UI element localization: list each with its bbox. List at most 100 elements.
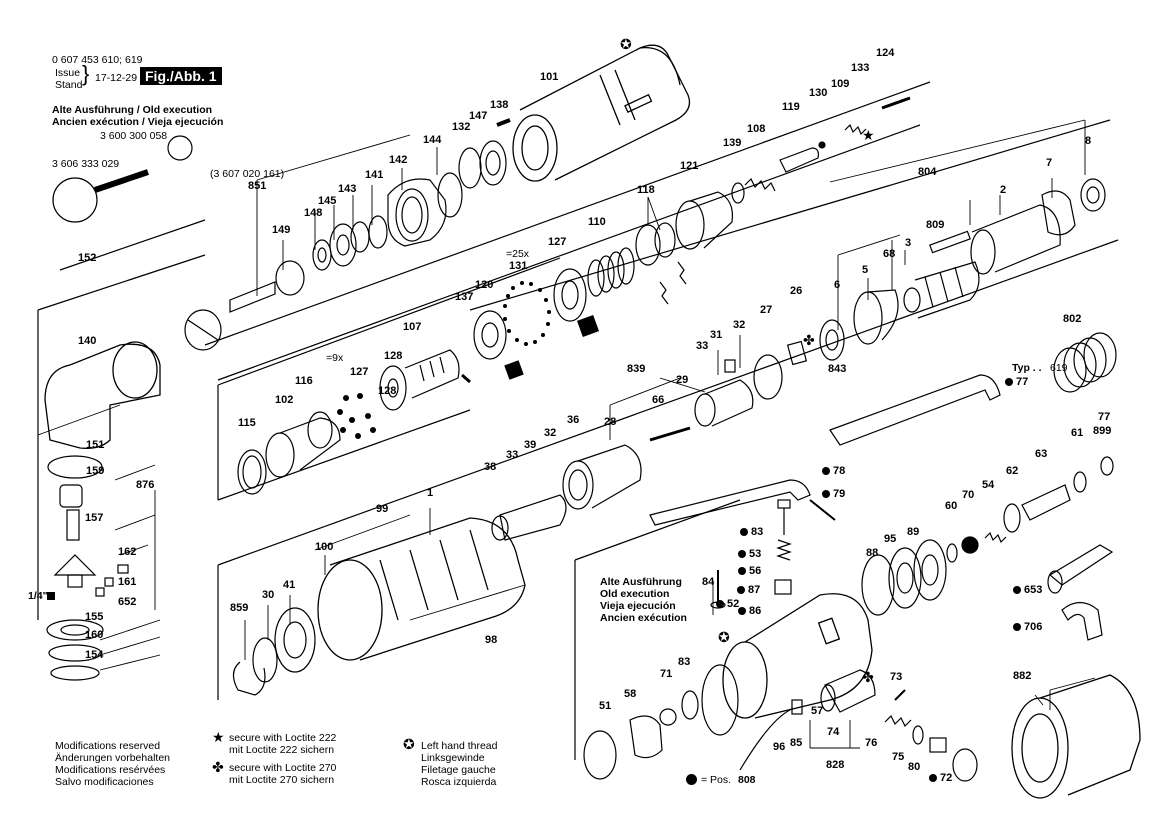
part-652-hosenipple (1047, 544, 1114, 594)
callout-107: 107 (403, 321, 422, 333)
part-26-gear (786, 340, 808, 366)
callout-77: 77 (1098, 411, 1111, 423)
dot-icon (737, 586, 745, 595)
dot-icon (1013, 586, 1021, 595)
part-70-ball (659, 708, 677, 726)
callout-876: 876 (136, 479, 155, 491)
callout-100: 100 (315, 541, 334, 553)
callout-76: 76 (865, 737, 878, 749)
callout-89: 89 (907, 526, 920, 538)
callout-127: 127 (548, 236, 567, 248)
callout-6: 6 (834, 279, 841, 291)
part-number: 0 607 453 610; 619 (52, 54, 143, 66)
part-housing-lower (722, 593, 873, 719)
stand-label: Stand (55, 79, 83, 91)
dot-icon (1013, 623, 1021, 632)
callout-66: 66 (652, 394, 665, 406)
part-154-bearing (46, 619, 104, 641)
part-57-cap (583, 715, 663, 780)
upper-strip-frame (204, 81, 931, 381)
pos-note-value: 808 (738, 774, 756, 786)
part-71-knob (952, 748, 978, 782)
callout-74: 74 (827, 726, 840, 738)
dot-icon (738, 567, 746, 576)
callout-138: 138 (490, 99, 509, 111)
callout-137: 137 (455, 291, 474, 303)
old-exec-2-line-4: Ancien exécution (600, 612, 687, 624)
part-110-ring (237, 449, 267, 495)
part-118-valve (779, 141, 826, 173)
loctite-270-line-1: secure with Loctite 270 (229, 762, 337, 774)
part-5-plate (853, 289, 899, 345)
loctite-270-line-2: mit Loctite 270 sichern (229, 774, 335, 786)
leader-lines (37, 119, 1096, 749)
callout-85: 85 (790, 737, 803, 749)
callout-28: 28 (604, 416, 617, 428)
old-exec-part-a: 3 600 300 058 (100, 130, 168, 142)
eq-9x: =9x (326, 352, 344, 364)
callout-102: 102 (275, 394, 294, 406)
callout-882: 882 (1013, 670, 1032, 682)
club-icon: ✤ (862, 669, 874, 685)
part-75-spring (884, 714, 912, 728)
figure-label: Fig./Abb. 1 (140, 67, 222, 85)
part-68-ball (961, 536, 979, 554)
dot-icon (738, 607, 746, 616)
callout-109: 109 (831, 78, 850, 90)
part-107-spring (744, 177, 776, 192)
part-77-lever-2 (649, 479, 811, 526)
part-142-ring (437, 172, 463, 218)
part-41-nut (274, 607, 316, 673)
callout-27: 27 (760, 304, 773, 316)
callout-54: 54 (982, 479, 995, 491)
callout-143: 143 (338, 183, 357, 195)
callout-159: 159 (86, 465, 105, 477)
callout-39: 39 (524, 439, 537, 451)
callout-83: 83 (678, 656, 691, 668)
part-62-nipple (1021, 471, 1087, 521)
callout-3: 3 (905, 237, 912, 249)
part-157-sleeve (59, 484, 83, 508)
old-exec-2-line-1: Alte Ausführung (600, 576, 682, 588)
callout-161: 161 (118, 576, 137, 588)
callout-95: 95 (884, 533, 897, 545)
callout-70: 70 (962, 489, 975, 501)
part-876-ring (1100, 456, 1114, 476)
callout-51: 51 (599, 700, 612, 712)
callout-56: 56 (738, 566, 761, 577)
old-exec-part-b: 3 606 333 029 (52, 158, 120, 170)
callout-804: 804 (918, 166, 937, 178)
callout-63: 63 (1035, 448, 1048, 460)
brace: } (82, 61, 90, 86)
part-100-housing (512, 44, 691, 182)
callout-53: 53 (738, 549, 761, 560)
part-77-lever (829, 374, 1001, 446)
part-131-ring (458, 147, 482, 189)
callout-148: 148 (304, 207, 323, 219)
callout-79: 79 (822, 489, 845, 500)
part-120-sleeve (675, 191, 734, 250)
part-74-ring (912, 725, 924, 745)
club-icon: ✤ (212, 759, 224, 775)
callout-160: 160 (85, 629, 104, 641)
typ-label: Typ . . (1012, 362, 1042, 374)
callout-828: 828 (826, 759, 845, 771)
callout-57: 57 (811, 705, 824, 717)
star-icon: ★ (212, 729, 225, 745)
callout-7: 7 (1046, 157, 1053, 169)
callout-33: 33 (696, 340, 709, 352)
parts-144-148-143-140 (312, 215, 388, 271)
part-706-spring (1053, 332, 1117, 393)
part-1-housing (317, 517, 526, 661)
callout-115: 115 (238, 417, 256, 429)
callout-61: 61 (1071, 427, 1084, 439)
callout-152: 152 (78, 252, 97, 264)
callout-75: 75 (892, 751, 905, 763)
callout-96: 96 (773, 741, 786, 753)
dot-icon (738, 550, 746, 559)
callout-73: 73 (890, 671, 903, 683)
callout-38: 38 (484, 461, 497, 473)
callout-706: 706 (1013, 622, 1042, 633)
part-121-pin (881, 96, 911, 110)
part-56-insert (820, 669, 876, 713)
